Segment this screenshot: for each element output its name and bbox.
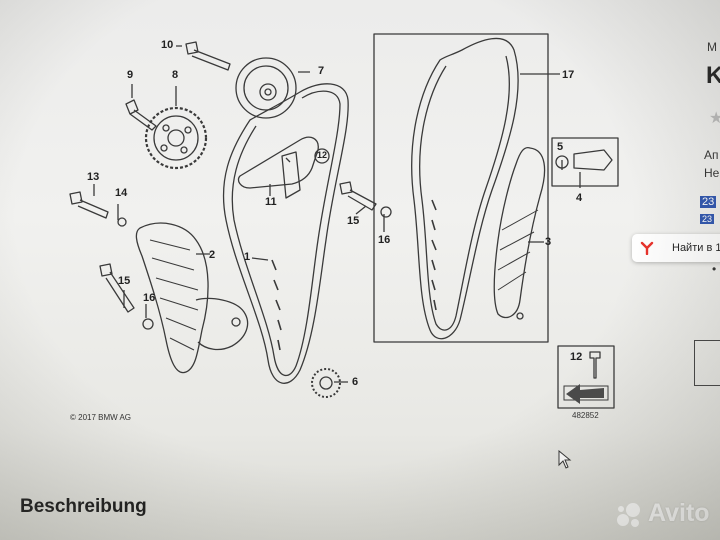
part-label-16-upper: 16 [378, 234, 391, 246]
sidebar-top-letter: M [707, 40, 717, 54]
figure-number: 482852 [572, 411, 599, 420]
sidebar-bullet: • [712, 262, 717, 276]
part-label-16-lower: 16 [143, 292, 156, 304]
part-label-2: 2 [209, 249, 216, 261]
chain-17 [411, 37, 519, 340]
sidebar-highlight-1: 23 [700, 196, 717, 208]
washer-16-lower [142, 318, 154, 330]
part-label-4: 4 [576, 192, 583, 204]
rating-star-icon: ★ [709, 110, 720, 127]
part-label-1: 1 [244, 251, 251, 263]
legend-bolt-12 [589, 351, 601, 379]
part-label-17: 17 [562, 69, 575, 81]
chain-box-frame [373, 33, 549, 343]
popup-text: Найти в 1 [672, 242, 720, 254]
bolt-13 [69, 191, 109, 219]
part-label-15-upper: 15 [347, 215, 360, 227]
rail-3 [493, 146, 546, 319]
tensioner-4 [573, 149, 613, 171]
tensioner-box-frame [551, 137, 619, 187]
part-12-circle [314, 148, 330, 164]
part-label-14: 14 [115, 187, 128, 199]
mouse-cursor-icon [558, 450, 572, 469]
washer-14 [117, 217, 127, 227]
sprocket-8 [144, 106, 208, 170]
washer-16-upper [380, 206, 392, 218]
part-label-12-top: 12 [317, 150, 328, 160]
part-label-15-lower: 15 [118, 275, 131, 287]
bolt-15-upper [339, 181, 377, 211]
avito-watermark: Avito [614, 498, 720, 530]
copyright-text: © 2017 BMW AG [70, 413, 132, 422]
find-popup[interactable]: Найти в 1 [632, 234, 720, 262]
bolt-10 [185, 41, 231, 71]
part-label-7: 7 [318, 65, 325, 77]
arrow-down-left-icon [563, 384, 609, 404]
part-label-9: 9 [127, 69, 134, 81]
part-label-5: 5 [557, 141, 564, 153]
sidebar-line-1: Ап [704, 148, 719, 162]
part-label-6: 6 [352, 376, 359, 388]
sprocket-7 [235, 57, 297, 119]
avito-logo-icon [617, 503, 640, 527]
bolt-15-lower [99, 263, 135, 313]
chain-1 [222, 83, 349, 384]
yandex-logo-icon [640, 241, 654, 255]
rail-2-bracket [195, 297, 249, 351]
part-label-3: 3 [545, 236, 552, 248]
rail-2 [135, 222, 209, 374]
part-label-10: 10 [161, 39, 174, 51]
sidebar-title-letter[interactable]: K [706, 62, 720, 89]
guide-11 [237, 136, 319, 189]
sidebar-line-2: Не [704, 166, 720, 180]
part-label-11: 11 [265, 196, 277, 208]
avito-brand-text: Avito [648, 499, 710, 527]
bolt-9 [125, 99, 157, 131]
part-label-8: 8 [172, 69, 179, 81]
sprocket-6 [311, 368, 341, 398]
part-label-13: 13 [87, 171, 100, 183]
sidebar-button[interactable] [694, 340, 720, 386]
sidebar-highlight-2: 23 [700, 214, 715, 224]
part-label-12-legend: 12 [570, 351, 583, 363]
section-heading: Beschreibung [20, 496, 147, 517]
legend-box-frame [557, 345, 615, 409]
